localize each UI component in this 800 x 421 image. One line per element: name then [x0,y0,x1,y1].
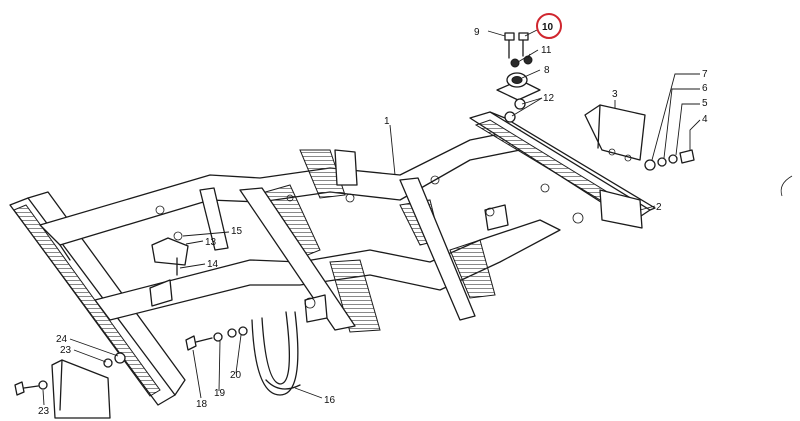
callout-16: 16 [324,395,336,406]
fastener-set-18-20 [185,326,248,351]
callout-13: 13 [205,237,217,248]
callout-24: 24 [56,334,68,345]
leader-lines [42,29,701,406]
callout-5: 5 [702,98,708,109]
mount-part-8 [496,72,541,101]
edge-arc [780,175,793,197]
callout-10: 10 [542,22,554,33]
fastener-set-4-7 [644,149,695,171]
callout-18: 18 [196,399,208,410]
callout-labels: 1 2 3 4 5 6 7 8 9 10 11 12 13 14 15 16 1… [38,22,708,417]
bracket-part-13 [151,231,189,276]
callout-9: 9 [474,27,480,38]
callout-4: 4 [702,114,708,125]
bolts-9-10 [504,32,529,59]
chassis-frame [9,111,656,406]
callout-11: 11 [541,45,552,56]
nuts-12 [504,98,526,123]
callout-1: 1 [384,116,390,127]
callout-14: 14 [207,259,219,270]
highlight-ring [536,13,562,39]
callout-23-upper: 23 [60,345,72,356]
callout-19: 19 [214,388,226,399]
strap-part-16 [251,311,301,396]
callout-2: 2 [656,202,662,213]
callout-3: 3 [612,89,618,100]
callout-20: 20 [230,370,242,381]
bracket-part-3 [584,104,646,162]
nuts-11 [510,55,533,68]
fastener-set-23-24 [14,352,126,419]
callout-8: 8 [544,65,550,76]
callout-6: 6 [702,83,708,94]
callout-12: 12 [543,93,555,104]
callout-15: 15 [231,226,243,237]
callout-7: 7 [702,69,708,80]
callout-23-lower: 23 [38,406,50,417]
